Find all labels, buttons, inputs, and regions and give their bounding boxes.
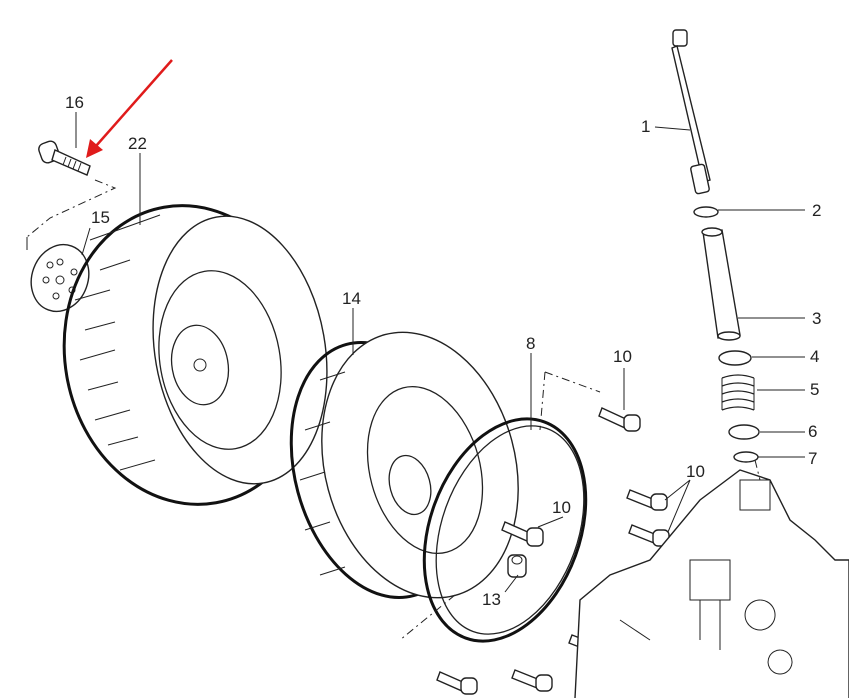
engine-block — [574, 459, 849, 698]
callout-8: 8 — [526, 334, 535, 353]
gasket-part-8 — [422, 417, 588, 643]
highlight-arrow — [86, 59, 173, 158]
callout-22: 22 — [128, 134, 147, 153]
fan-wheel-part-14 — [289, 331, 519, 599]
sleeve-part-3 — [701, 227, 741, 341]
washer-part-4 — [718, 350, 752, 366]
assembly-line-16 — [26, 179, 117, 238]
callout-7: 7 — [808, 449, 817, 468]
rod-part-1 — [671, 29, 711, 195]
callout-15: 15 — [91, 208, 110, 227]
callout-10-top: 10 — [613, 347, 632, 366]
callout-10-center: 10 — [552, 498, 571, 517]
callout-1: 1 — [641, 117, 650, 136]
callout-10-right: 10 — [686, 462, 705, 481]
callout-6: 6 — [808, 422, 817, 441]
callout-2: 2 — [812, 201, 821, 220]
leaders-1-7 — [654, 126, 805, 458]
assembly-lines-8 — [399, 371, 601, 641]
spring-part-5 — [721, 374, 755, 411]
callout-4: 4 — [810, 347, 819, 366]
o-ring-part-7 — [733, 451, 759, 463]
leader-15 — [26, 227, 91, 256]
plate-part-15 — [30, 243, 90, 313]
callout-13: 13 — [482, 590, 501, 609]
fan-wheel-part-22 — [62, 204, 328, 506]
spacer-part-13 — [507, 554, 527, 578]
washer-part-6 — [728, 424, 760, 440]
callout-16: 16 — [65, 93, 84, 112]
bolt-part-16 — [38, 140, 91, 176]
callout-3: 3 — [812, 309, 821, 328]
callout-5: 5 — [810, 380, 819, 399]
callout-14: 14 — [342, 289, 361, 308]
o-ring-part-2 — [693, 206, 719, 218]
leaders-10-13 — [504, 368, 691, 593]
